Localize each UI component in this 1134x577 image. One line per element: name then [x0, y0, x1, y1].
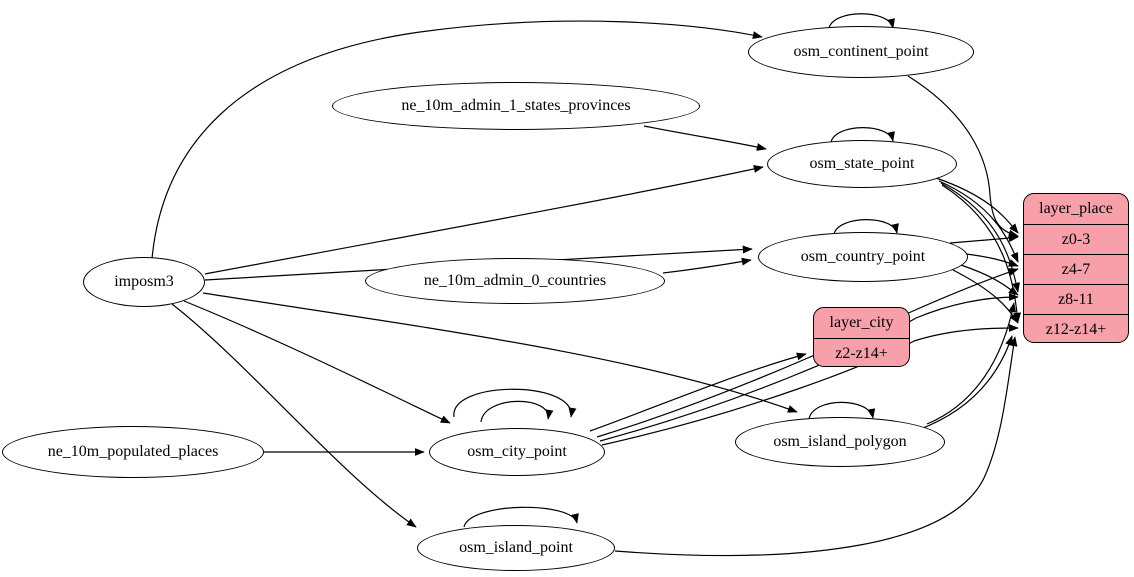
edge-imposm3-to-osm_state_point — [204, 165, 764, 275]
edge-osm_city_point-to-osm_city_point-self-12 — [453, 388, 577, 418]
edge-osm_city_point-to-layer_city-z2-z14+ — [589, 352, 807, 432]
node-osm_continent_point: osm_continent_point — [748, 26, 974, 78]
edge-osm_continent_point-to-osm_continent_point-self-9 — [828, 13, 895, 29]
edge-osm_state_point-to-layer_place-z8-11 — [940, 182, 1020, 293]
edge-group — [151, 13, 1022, 557]
node-osm_country_point: osm_country_point — [758, 232, 968, 282]
edge-osm_country_point-to-layer_place-z4-7 — [965, 253, 1019, 267]
layer_place-row-z8-11: z8-11 — [1024, 284, 1128, 314]
layer_city-header: layer_city — [829, 314, 894, 331]
node-label-ne_10m_admin_0_countries: ne_10m_admin_0_countries — [423, 272, 607, 289]
edge-osm_island_polygon-to-osm_island_polygon-self-14 — [808, 401, 876, 420]
edge-osm_country_point-to-layer_place-z8-11 — [960, 264, 1019, 296]
edge-osm_state_point-to-layer_place-z4-7 — [938, 180, 1019, 263]
edge-osm_island_polygon-to-layer_place-z12-z14+ — [917, 335, 1013, 431]
edge-osm_state_point-to-layer_place-z12-z14+ — [941, 184, 1022, 323]
edge-osm_country_point-to-layer_place-z12-z14+ — [952, 269, 1019, 324]
node-ne_10m_populated_places: ne_10m_populated_places — [2, 426, 264, 478]
node-imposm3: imposm3 — [83, 257, 205, 307]
edge-ne_10m_admin_1_states_provinces-to-osm_state_point — [643, 125, 767, 151]
edge-osm_country_point-to-layer_place-z0-3 — [949, 234, 1019, 244]
edge-imposm3-to-osm_island_polygon — [202, 292, 798, 413]
edge-osm_island_polygon-to-layer_place-z8-11 — [926, 302, 1017, 425]
edge-imposm3-to-osm_city_point — [183, 300, 451, 424]
node-label-osm_country_point: osm_country_point — [800, 248, 926, 265]
edge-osm_country_point-to-osm_country_point-self-11 — [833, 219, 899, 235]
layer_place-row-z0-3: z0-3 — [1024, 224, 1128, 254]
edge-imposm3-to-osm_island_point — [171, 303, 417, 528]
node-label-osm_island_point: osm_island_point — [459, 539, 573, 556]
node-label-ne_10m_admin_1_states_provinces: ne_10m_admin_1_states_provinces — [401, 97, 631, 114]
node-label-osm_island_polygon: osm_island_polygon — [773, 433, 907, 450]
edge-osm_continent_point-to-layer_place-z0-3 — [907, 75, 1019, 238]
layer_place-row-z12-z14+: z12-z14+ — [1024, 314, 1128, 342]
edge-osm_island_point-to-osm_island_point-self-15 — [463, 506, 579, 528]
edge-osm_state_point-to-layer_place-z0-3 — [935, 177, 1019, 234]
node-label-osm_state_point: osm_state_point — [809, 155, 915, 172]
node-osm_state_point: osm_state_point — [767, 140, 957, 188]
edge-osm_city_point-to-osm_city_point-self-13 — [480, 400, 554, 423]
node-osm_city_point: osm_city_point — [429, 428, 605, 476]
node-label-ne_10m_populated_places: ne_10m_populated_places — [47, 443, 219, 460]
edge-osm_island_point-to-layer_place-z12-z14+ — [614, 336, 1018, 557]
layer_place-header: layer_place — [1039, 200, 1113, 217]
node-label-osm_continent_point: osm_continent_point — [793, 43, 929, 60]
node-ne_10m_admin_1_states_provinces: ne_10m_admin_1_states_provinces — [332, 82, 700, 130]
edge-ne_10m_admin_0_countries-to-osm_country_point — [662, 257, 752, 274]
node-label-imposm3: imposm3 — [114, 273, 174, 290]
node-osm_island_polygon: osm_island_polygon — [735, 417, 945, 467]
edge-imposm3-to-osm_continent_point — [151, 20, 763, 260]
layer_place-row-z4-7: z4-7 — [1024, 254, 1128, 284]
node-osm_island_point: osm_island_point — [417, 525, 615, 571]
node-layer_city: layer_city z2-z14+ — [813, 307, 910, 367]
layer_city-row-z2-z14+: z2-z14+ — [814, 338, 909, 366]
node-label-osm_city_point: osm_city_point — [467, 443, 567, 460]
node-ne_10m_admin_0_countries: ne_10m_admin_0_countries — [365, 258, 665, 304]
edge-osm_state_point-to-osm_state_point-self-10 — [830, 127, 895, 143]
